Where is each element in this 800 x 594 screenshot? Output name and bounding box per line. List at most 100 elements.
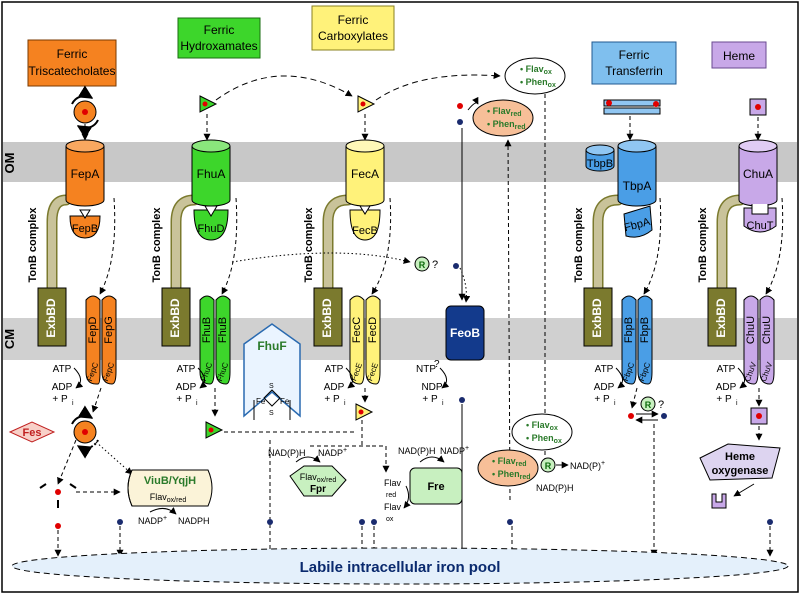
- protoporphyrin-product: [711, 493, 727, 509]
- tonb-label-fec: TonB complex: [303, 207, 315, 283]
- heme-oxygenase: Heme oxygenase: [699, 443, 781, 481]
- energy-fec: ATP ADP + P i: [324, 364, 356, 407]
- header-hydroxamates: [177, 17, 261, 59]
- fe2-periplasm-dot: [453, 263, 459, 269]
- fepB: FepB: [69, 209, 101, 239]
- fhuD: FhuD: [193, 205, 229, 241]
- fecA-receptor: FecA: [345, 139, 385, 207]
- fes-enzyme: Fes: [8, 421, 56, 443]
- fpr-label: Fpr: [310, 484, 326, 495]
- viub-enzyme: ViuB/YqjH Flavox/red: [127, 469, 213, 507]
- header-hydroxamates-l1: Ferric: [204, 23, 235, 37]
- chuT-label: ChuT: [747, 220, 774, 232]
- fhuD-label: FhuD: [198, 223, 225, 235]
- ntp-feob: NTP: [416, 364, 436, 375]
- flav-red-cytoplasm: • Flavred • Phenred: [477, 449, 539, 487]
- energy-fep: ATP ADP + P i: [52, 364, 84, 407]
- outer-membrane-band: [3, 142, 797, 182]
- fpr-enzyme: Flavox/red Fpr: [289, 465, 347, 497]
- pi-sub-fep: i: [72, 400, 74, 407]
- adp-fec: ADP: [324, 382, 345, 393]
- exbbd-chu: [707, 287, 737, 347]
- arrow-ent-viub: [95, 441, 133, 475]
- arrow-fre-flav: [403, 485, 411, 509]
- nadph-fre: NAD(P)H: [398, 446, 436, 456]
- transferrin-outside: [603, 99, 661, 115]
- fbp-permease: FbpB FbpB FbpC FbpC: [621, 295, 653, 385]
- fepB-label: FepB: [72, 223, 98, 235]
- fecB: FecB: [349, 205, 381, 241]
- nadph-viub: NADPH: [178, 516, 210, 526]
- fhuF-fe-1: Fe: [256, 397, 266, 406]
- r-cyto-label: R: [545, 461, 552, 471]
- fe3-fbp-dot: [628, 413, 634, 419]
- fe2-flav-dot: [507, 519, 513, 525]
- exbbd-label-fec: ExbBD: [320, 298, 334, 338]
- adp-chu: ADP: [716, 382, 737, 393]
- adp-fep: ADP: [52, 382, 73, 393]
- exbbd-label-fep: ExbBD: [44, 298, 58, 338]
- exbbd-tbp: [583, 287, 613, 347]
- exbbd-fhu: [161, 287, 191, 347]
- fre-ox-sub: ox: [386, 516, 394, 523]
- viub-flav: Flavox/red: [150, 492, 187, 504]
- fep-permease: FepD FepG FepC FepC: [85, 295, 117, 385]
- chuA-label: ChuA: [743, 167, 773, 181]
- heme-oxygenase-l2: oxygenase: [712, 465, 769, 477]
- fepD-label: FepD: [87, 316, 99, 343]
- fe2-viub-dot: [117, 519, 123, 525]
- fecD-label: FecD: [367, 317, 379, 343]
- atp-fep: ATP: [53, 364, 72, 375]
- arrow-to-fre: [372, 445, 390, 473]
- chuU-label-1: ChuU: [745, 316, 757, 344]
- chuT: ChuT: [743, 204, 777, 233]
- enterobactin-cytoplasm: [71, 405, 99, 459]
- fhuA-label: FhuA: [197, 167, 226, 181]
- fhuB-label-1: FhuB: [201, 317, 213, 343]
- tonb-label-chu: TonB complex: [697, 207, 709, 283]
- fre-label: Fre: [427, 481, 444, 493]
- fes-label: Fes: [23, 427, 42, 439]
- fecA-label: FecA: [351, 167, 379, 181]
- chuA-receptor: ChuA: [738, 139, 778, 207]
- chu-permease: ChuU ChuU ChuV ChuV: [743, 295, 775, 385]
- fepA-receptor: FepA: [65, 139, 105, 207]
- fhuB-label-2: FhuB: [217, 317, 229, 343]
- energy-feob: NTP ? NDP + P i: [416, 359, 450, 407]
- r-fbp-label: R: [645, 400, 652, 410]
- fre-red-sub: red: [386, 492, 396, 499]
- ferric-citrate-outside: [357, 95, 376, 113]
- fhuF-s-2: S: [269, 410, 274, 417]
- header-triscatecholates: [27, 39, 117, 87]
- fbpB-label-2: FbpB: [639, 317, 651, 343]
- fe2-fec-dot-2: [371, 519, 377, 525]
- phen-ox-out-text: • Phenox: [520, 77, 556, 89]
- arrow-fep-to-cyto: [91, 387, 102, 413]
- header-heme-label: Heme: [723, 49, 755, 63]
- arrow-nadph-fpr: [295, 455, 321, 463]
- energy-fhu: ATP ADP + P i: [176, 364, 208, 407]
- dotted-arrow-to-R: [231, 252, 411, 264]
- pi-fbp: + P: [594, 394, 610, 405]
- pi-sub-fhu: i: [196, 400, 198, 407]
- fe2-fhu-dot: [267, 519, 273, 525]
- header-heme: [711, 41, 767, 69]
- nadp-viub: NADP+: [138, 515, 167, 526]
- arrow-ent-fes: [57, 439, 77, 485]
- fe3-fep-dot: [55, 523, 61, 529]
- tbpB-lipoprotein: TbpB: [585, 144, 615, 172]
- ferric-citrate-cytoplasm: [355, 403, 374, 421]
- pi-fep: + P: [52, 394, 68, 405]
- fecB-label: FecB: [352, 225, 378, 237]
- exbbd-label-chu: ExbBD: [714, 298, 728, 338]
- feoB-label: FeoB: [450, 326, 480, 340]
- hydrolyzed-enterobactin: [39, 483, 77, 508]
- tonb-chu-system: TonB complex ExbBD: [697, 194, 746, 347]
- header-triscatecholates-l2: Triscatecholates: [29, 64, 116, 78]
- pi-fhu: + P: [176, 394, 192, 405]
- header-hydroxamates-l2: Hydroxamates: [180, 39, 257, 53]
- tonb-tbp-system: TonB complex ExbBD: [573, 194, 624, 347]
- tbpA-label: TbpA: [623, 179, 652, 193]
- fhuF-enzyme: FhuF Fe Fe S S: [243, 323, 301, 420]
- tonb-fep-system: TonB complex ExbBD: [27, 194, 72, 347]
